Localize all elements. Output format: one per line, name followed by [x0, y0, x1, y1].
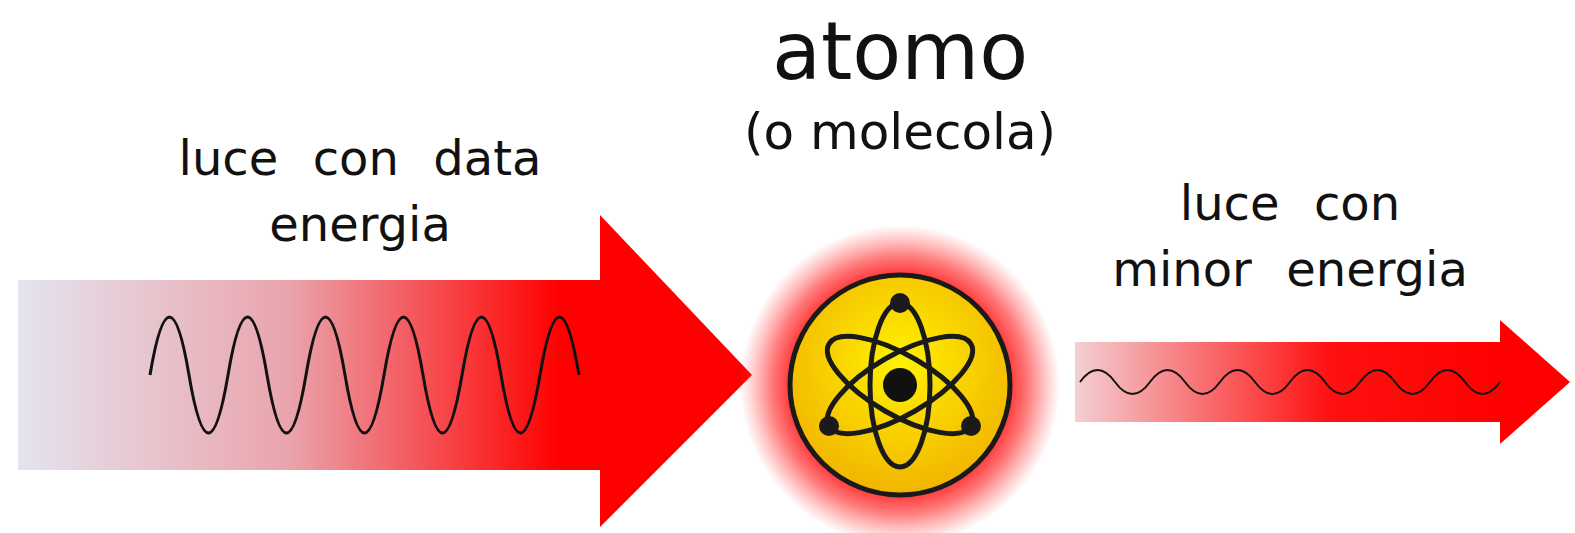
electron-orbit: [814, 318, 986, 452]
arrow-caption: luce con minor energia: [1103, 170, 1477, 302]
red-glow: [740, 225, 1060, 533]
arrow-body: [18, 280, 602, 470]
arrow-head: [1500, 320, 1570, 444]
electron: [890, 293, 910, 313]
electron: [819, 416, 839, 436]
arrow-body: [1075, 342, 1502, 422]
electron-orbit: [870, 303, 930, 467]
light-wave: [1080, 370, 1500, 394]
atom-node: atomo(o molecola): [700, 0, 1100, 533]
arrow-head: [600, 215, 752, 527]
nucleus: [883, 368, 917, 402]
atom-symbol: [814, 293, 986, 467]
electron: [961, 416, 981, 436]
light-wave: [150, 317, 579, 433]
arrow-caption: luce con data energia: [178, 125, 543, 257]
node-heading: atomo: [700, 0, 1100, 100]
electron-orbit: [814, 318, 986, 452]
node-subheading: (o molecola): [700, 100, 1100, 164]
atom-disc: [790, 275, 1010, 495]
